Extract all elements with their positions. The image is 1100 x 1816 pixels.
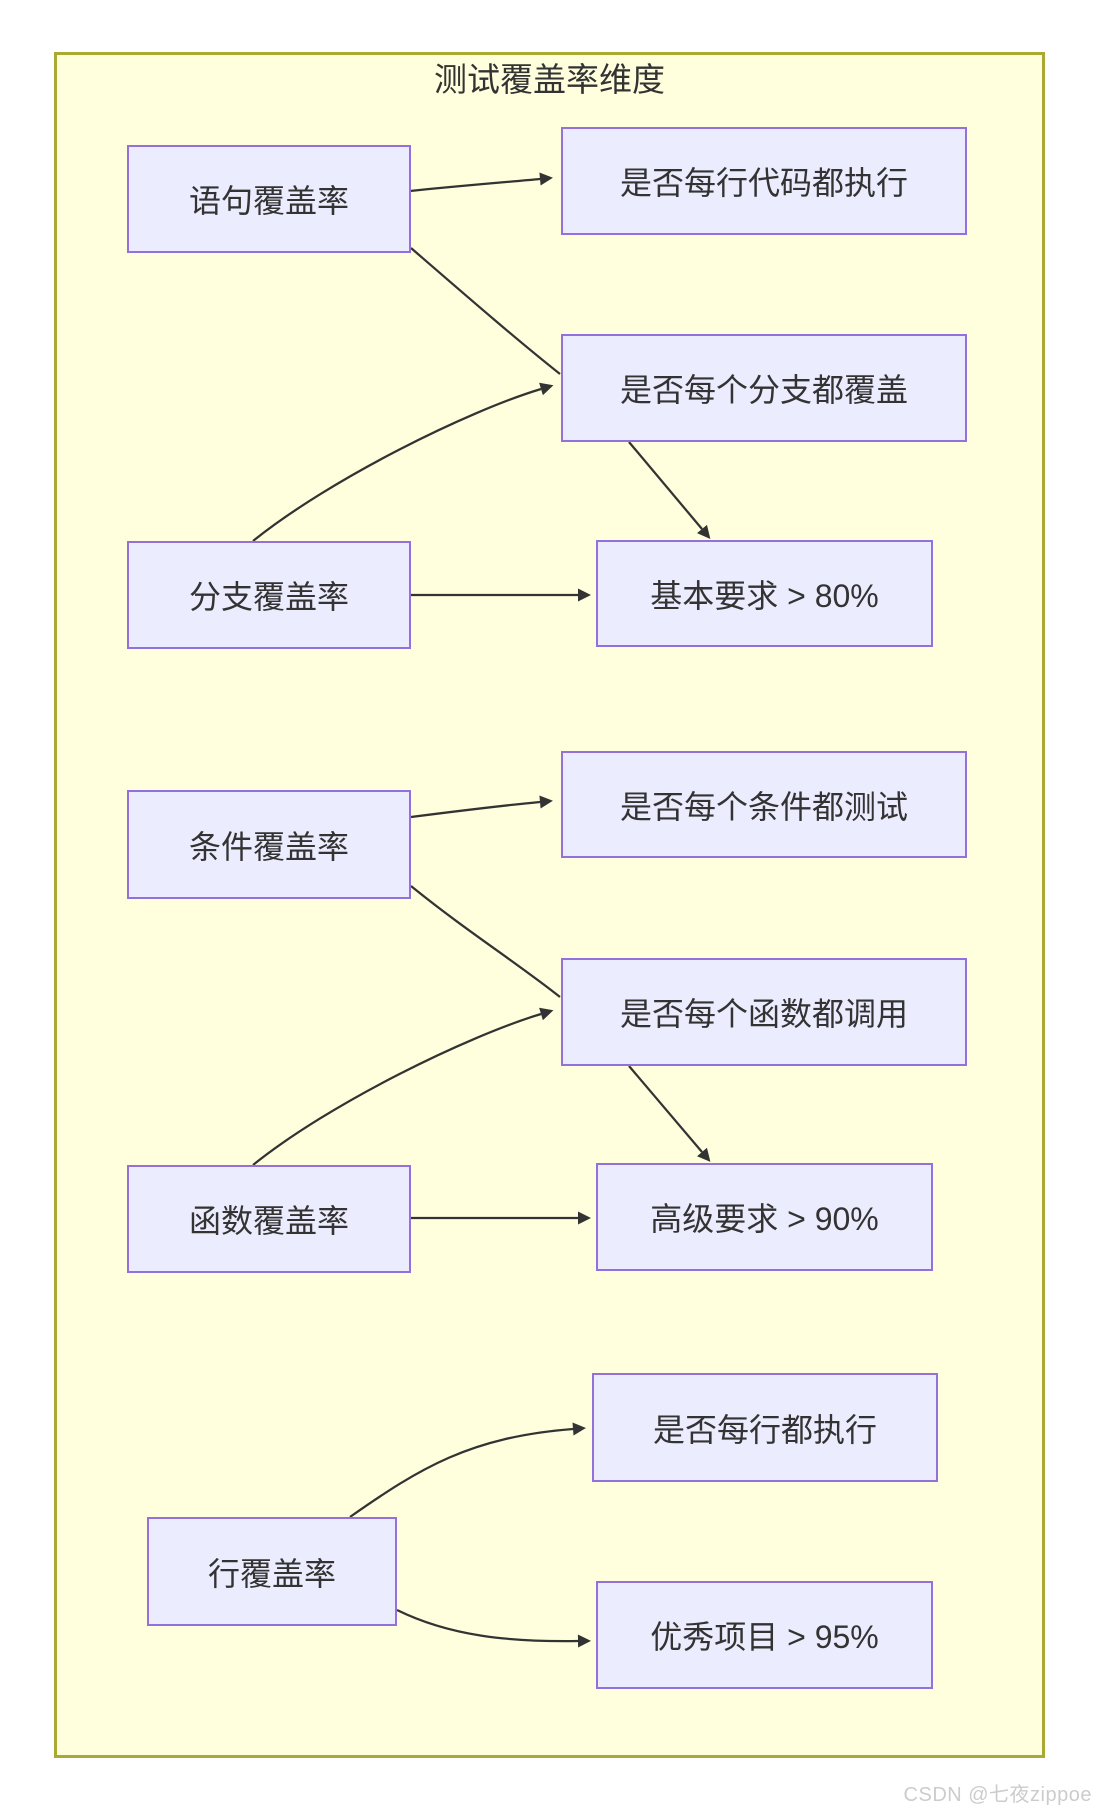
node-excellent-requirement: 优秀项目 > 95% — [596, 1581, 933, 1689]
node-branch-coverage: 分支覆盖率 — [127, 541, 411, 649]
node-advanced-requirement: 高级要求 > 90% — [596, 1163, 933, 1271]
node-condition-description: 是否每个条件都测试 — [561, 751, 967, 858]
node-statement-coverage: 语句覆盖率 — [127, 145, 411, 253]
diagram-canvas — [54, 52, 1045, 1758]
node-branch-description: 是否每个分支都覆盖 — [561, 334, 967, 442]
node-function-coverage: 函数覆盖率 — [127, 1165, 411, 1273]
node-condition-coverage: 条件覆盖率 — [127, 790, 411, 899]
node-basic-requirement: 基本要求 > 80% — [596, 540, 933, 647]
node-statement-description: 是否每行代码都执行 — [561, 127, 967, 235]
node-line-coverage: 行覆盖率 — [147, 1517, 397, 1626]
diagram-title: 测试覆盖率维度 — [434, 61, 665, 98]
watermark: CSDN @七夜zippoe — [903, 1784, 1092, 1806]
node-function-description: 是否每个函数都调用 — [561, 958, 967, 1066]
node-line-description: 是否每行都执行 — [592, 1373, 938, 1482]
